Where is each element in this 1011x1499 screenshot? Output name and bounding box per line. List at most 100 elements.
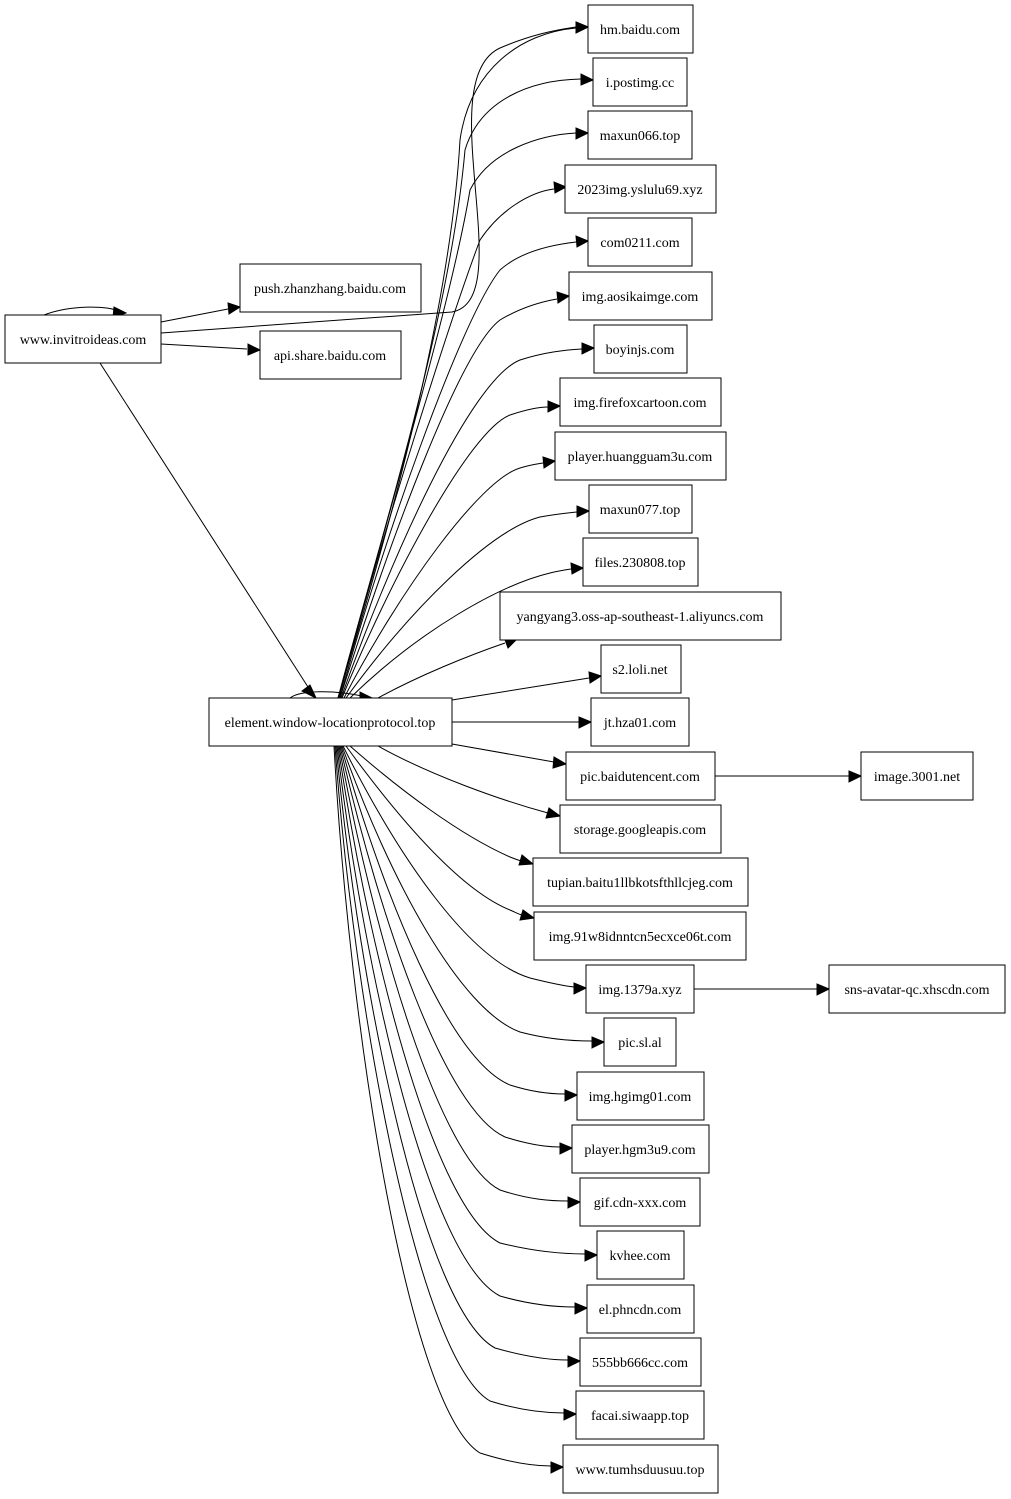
node-label: element.window-locationprotocol.top	[225, 716, 436, 731]
node-api[interactable]: api.share.baidu.com	[259, 330, 402, 380]
node-label: files.230808.top	[595, 556, 686, 571]
edge-hub-firefoxcartoon	[341, 406, 549, 699]
edge-root-api	[160, 343, 248, 350]
edge-hub-gifcdn	[338, 745, 569, 1202]
node-googleapis[interactable]: storage.googleapis.com	[559, 804, 722, 854]
node-img91[interactable]: img.91w8idnntcn5ecxce06t.com	[533, 911, 747, 961]
node-label: jt.hza01.com	[603, 716, 676, 731]
edge-hub-bb666	[335, 745, 569, 1361]
edge-hub-img91	[345, 745, 523, 916]
node-kvhee[interactable]: kvhee.com	[596, 1230, 685, 1280]
node-image3001[interactable]: image.3001.net	[860, 751, 974, 801]
edge-hub-maxun066	[338, 132, 577, 699]
node-huangguam[interactable]: player.huangguam3u.com	[554, 431, 727, 481]
node-label: gif.cdn-xxx.com	[594, 1196, 687, 1211]
node-label: i.postimg.cc	[606, 76, 674, 91]
node-files[interactable]: files.230808.top	[582, 537, 699, 587]
node-label: www.tumhsduusuu.top	[576, 1463, 705, 1478]
node-label: pic.baidutencent.com	[580, 770, 700, 785]
node-yslulu[interactable]: 2023img.yslulu69.xyz	[564, 164, 717, 214]
node-label: tupian.baitu1llbkotsfthllcjeg.com	[547, 876, 733, 891]
edge-arrow	[301, 684, 318, 700]
node-hgm[interactable]: player.hgm3u9.com	[571, 1124, 710, 1174]
edge-hub-img1379	[342, 745, 575, 988]
edge-hub-kvhee	[337, 745, 586, 1255]
edge-arrow	[575, 127, 590, 140]
node-phncdn[interactable]: el.phncdn.com	[586, 1284, 695, 1334]
edge-hub-baidutencent	[451, 743, 555, 763]
edge-arrow	[574, 1302, 589, 1315]
edge-arrow	[570, 562, 585, 575]
edge-hub-facai	[334, 745, 565, 1414]
edge-arrow	[556, 291, 571, 304]
edge-arrow	[550, 1461, 565, 1474]
node-label: el.phncdn.com	[599, 1303, 682, 1318]
node-root[interactable]: www.invitroideas.com	[4, 314, 162, 364]
edge-hub-hgm	[339, 745, 561, 1148]
node-hgimg[interactable]: img.hgimg01.com	[576, 1071, 705, 1121]
node-label: img.hgimg01.com	[589, 1090, 692, 1105]
edge-arrow	[567, 1196, 582, 1209]
node-aosikaimge[interactable]: img.aosikaimge.com	[568, 271, 713, 321]
node-maxun077[interactable]: maxun077.top	[588, 484, 693, 534]
edge-arrow	[559, 1142, 574, 1155]
node-facai[interactable]: facai.siwaapp.top	[575, 1390, 705, 1440]
node-hub[interactable]: element.window-locationprotocol.top	[208, 697, 453, 747]
edge-arrow	[545, 807, 562, 819]
node-label: boyinjs.com	[606, 343, 675, 358]
node-picsl[interactable]: pic.sl.al	[603, 1017, 677, 1067]
node-yangyang[interactable]: yangyang3.oss-ap-southeast-1.aliyuncs.co…	[499, 591, 782, 641]
edge-arrow	[519, 909, 536, 921]
edge-hub-loli	[451, 677, 590, 701]
node-baitu[interactable]: tupian.baitu1llbkotsfthllcjeg.com	[532, 857, 749, 907]
edge-hub-phncdn	[336, 745, 576, 1308]
edge-hub-baitu	[349, 745, 522, 862]
edge-arrow	[247, 343, 262, 356]
node-label: push.zhanzhang.baidu.com	[254, 282, 406, 297]
node-label: 555bb666cc.com	[592, 1356, 688, 1371]
node-loli[interactable]: s2.loli.net	[600, 644, 682, 694]
edge-arrow	[518, 854, 535, 866]
edge-hub-googleapis	[377, 745, 549, 814]
node-hza01[interactable]: jt.hza01.com	[590, 697, 690, 747]
node-firefoxcartoon[interactable]: img.firefoxcartoon.com	[559, 377, 722, 427]
edge-hub-tumhs	[333, 745, 552, 1467]
edge-hub-maxun077	[345, 511, 578, 699]
node-maxun066[interactable]: maxun066.top	[587, 110, 693, 160]
node-img1379[interactable]: img.1379a.xyz	[585, 964, 695, 1014]
edge-hub-com0211	[339, 241, 577, 699]
node-tumhs[interactable]: www.tumhsduusuu.top	[562, 1444, 719, 1494]
edge-arrow	[575, 235, 590, 248]
edge-arrow	[581, 342, 596, 355]
node-label: www.invitroideas.com	[20, 333, 147, 348]
node-baidutencent[interactable]: pic.baidutencent.com	[565, 751, 716, 801]
node-label: api.share.baidu.com	[274, 349, 386, 364]
node-label: storage.googleapis.com	[574, 823, 706, 838]
node-com0211[interactable]: com0211.com	[587, 217, 693, 267]
node-gifcdn[interactable]: gif.cdn-xxx.com	[579, 1177, 701, 1227]
node-label: kvhee.com	[609, 1249, 670, 1264]
edge-arrow	[563, 1408, 578, 1421]
edge-arrow	[848, 770, 863, 783]
edge-hub-huangguam	[343, 462, 544, 699]
edge-arrow	[227, 302, 242, 315]
edge-arrow	[567, 1355, 582, 1368]
edge-arrow	[542, 456, 557, 469]
edge-arrow	[564, 1089, 579, 1102]
node-label: img.aosikaimge.com	[582, 290, 699, 305]
node-label: player.hgm3u9.com	[584, 1143, 695, 1158]
node-postimg[interactable]: i.postimg.cc	[592, 57, 688, 107]
node-label: image.3001.net	[874, 770, 960, 785]
node-label: maxun066.top	[600, 129, 681, 144]
node-layer: www.invitroideas.com push.zhanzhang.baid…	[4, 4, 1006, 1494]
node-hm[interactable]: hm.baidu.com	[587, 4, 694, 54]
edge-arrow	[584, 1249, 599, 1262]
node-label: sns-avatar-qc.xhscdn.com	[844, 983, 989, 998]
node-push[interactable]: push.zhanzhang.baidu.com	[239, 263, 422, 313]
node-label: com0211.com	[600, 236, 679, 251]
node-bb666[interactable]: 555bb666cc.com	[579, 1337, 702, 1387]
edge-root-selfloop	[43, 306, 121, 316]
node-boyinjs[interactable]: boyinjs.com	[593, 324, 688, 374]
node-xhscdn[interactable]: sns-avatar-qc.xhscdn.com	[828, 964, 1006, 1014]
